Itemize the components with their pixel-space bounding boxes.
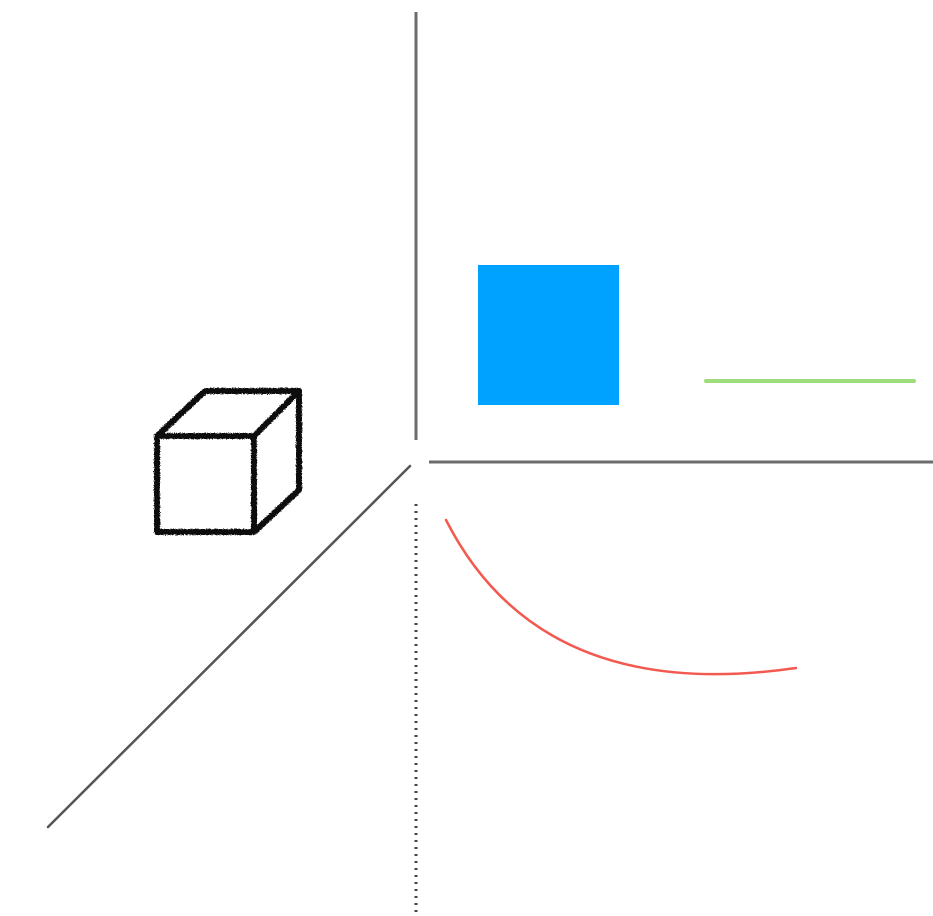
- cube-top-face: [154, 388, 302, 439]
- diagonal-axis-line: [46, 464, 412, 829]
- cube-icon: [154, 388, 302, 535]
- cube-front-face: [154, 433, 257, 535]
- cube-side-face: [251, 388, 302, 535]
- blue-square: [478, 265, 619, 405]
- red-curve: [444, 518, 798, 676]
